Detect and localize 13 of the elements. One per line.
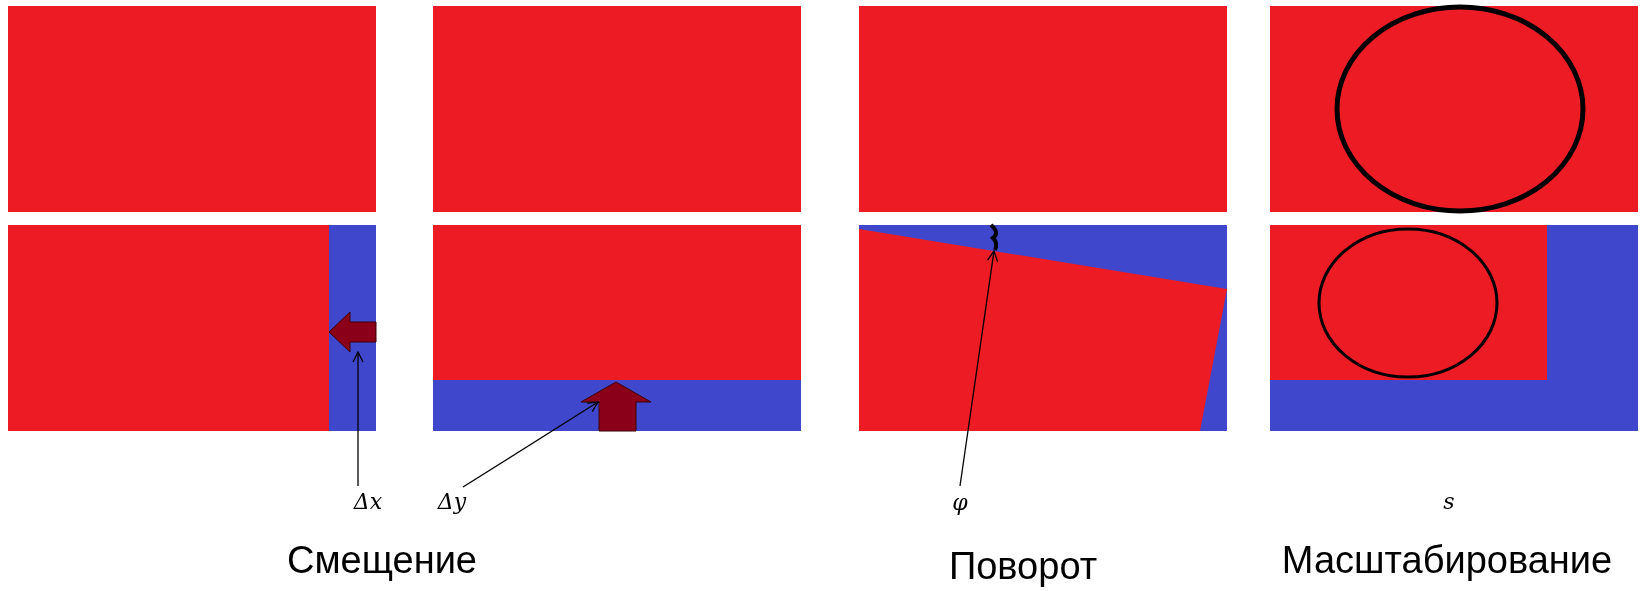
leader-line [959, 250, 999, 487]
math-symbol: Δx [353, 491, 383, 513]
caption-text: Смещение [287, 541, 477, 579]
leader-line [352, 351, 364, 487]
angle-mark [989, 223, 999, 251]
math-symbol: Δy [437, 491, 467, 513]
math-symbol: φ [952, 492, 968, 514]
caption-text: Поворот [948, 547, 1098, 585]
leader-line [462, 401, 599, 488]
left-arrow-shape [328, 311, 377, 353]
math-symbol: s [1443, 491, 1455, 513]
up-arrow-shape [580, 381, 652, 432]
caption-text: Масштабирование [1281, 541, 1613, 579]
